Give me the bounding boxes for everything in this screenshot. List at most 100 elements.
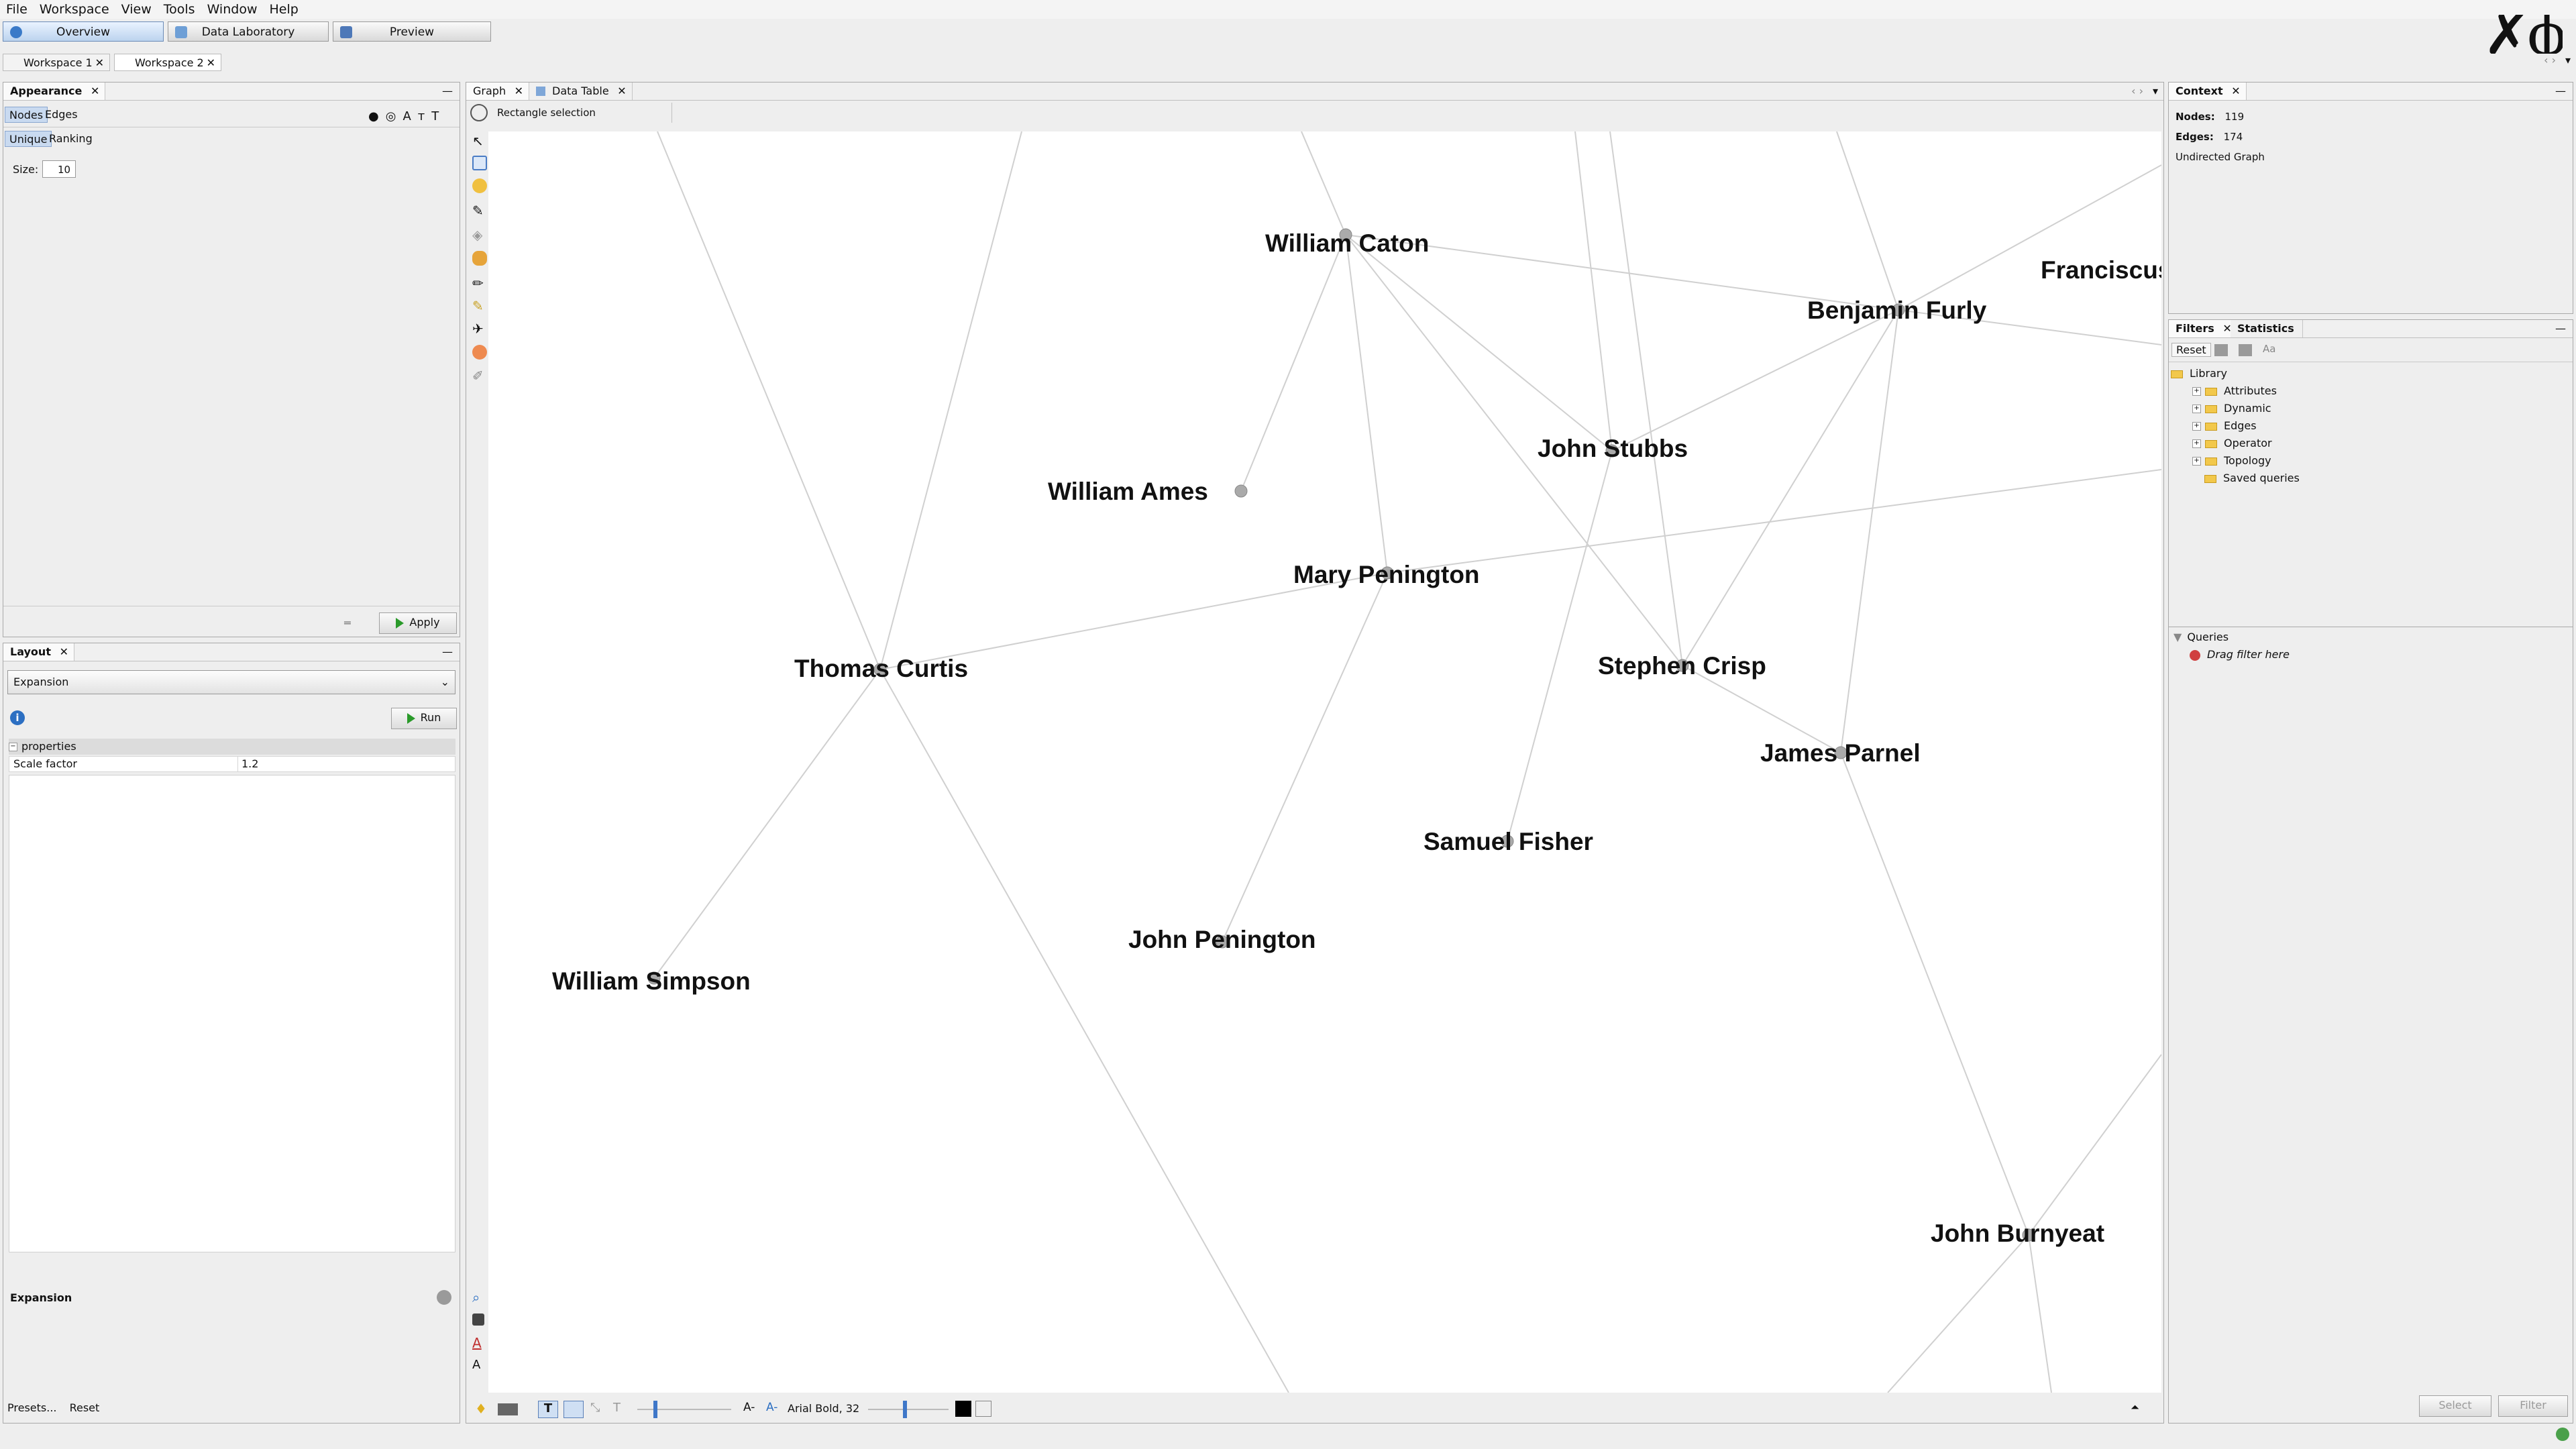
- layout-algorithm-select[interactable]: Expansion ⌄: [7, 670, 455, 694]
- rectangle-selection-icon[interactable]: [472, 156, 487, 170]
- edge-label-icon[interactable]: T: [613, 1401, 621, 1415]
- node-label[interactable]: James Parnel: [1760, 739, 1921, 767]
- preview-button[interactable]: Preview: [333, 21, 491, 42]
- node-label[interactable]: William Caton: [1265, 229, 1430, 257]
- minimize-icon[interactable]: —: [442, 85, 453, 97]
- node-label[interactable]: Benjamin Furly: [1807, 297, 1987, 324]
- select-button[interactable]: Select: [2419, 1395, 2491, 1417]
- edge-weight-slider[interactable]: [637, 1409, 731, 1410]
- edge-color-icon[interactable]: ⤡: [590, 1401, 600, 1415]
- filter-button[interactable]: Filter: [2498, 1395, 2568, 1417]
- label-color-swatch[interactable]: [955, 1401, 971, 1417]
- minimize-icon[interactable]: —: [2555, 322, 2566, 335]
- tree-item-saved-queries[interactable]: Saved queries: [2204, 471, 2300, 486]
- export-icon[interactable]: [2239, 344, 2252, 356]
- tree-item-topology[interactable]: +Topology: [2192, 453, 2271, 468]
- menu-tools[interactable]: Tools: [163, 2, 195, 17]
- shortest-path-icon[interactable]: ✈: [472, 321, 484, 337]
- minimize-icon[interactable]: —: [2555, 85, 2566, 97]
- tab-statistics[interactable]: Statistics: [2231, 320, 2303, 337]
- menu-view[interactable]: View: [121, 2, 152, 17]
- properties-group[interactable]: −properties: [9, 739, 455, 755]
- tree-item-operator[interactable]: +Operator: [2192, 436, 2272, 451]
- close-icon[interactable]: ✕: [95, 56, 104, 69]
- dropdown-icon[interactable]: ▾: [2565, 54, 2571, 66]
- collapse-up-icon[interactable]: ⏶: [2131, 1401, 2139, 1413]
- collapse-icon[interactable]: ═: [344, 616, 351, 629]
- node-label[interactable]: Stephen Crisp: [1598, 652, 1766, 680]
- filters-reset-button[interactable]: Reset: [2171, 343, 2211, 357]
- scroll-arrows-icon[interactable]: ‹ ›: [2544, 54, 2556, 66]
- node-label[interactable]: Thomas Curtis: [794, 655, 969, 682]
- tab-data-table[interactable]: Data Table✕: [531, 83, 633, 100]
- slider-handle[interactable]: [653, 1401, 657, 1418]
- overview-button[interactable]: Overview: [3, 21, 164, 42]
- tab-ranking[interactable]: Ranking: [49, 132, 93, 145]
- workspace-tab-2[interactable]: Workspace 2✕: [114, 54, 221, 71]
- info-icon[interactable]: i: [10, 710, 25, 725]
- scroll-arrows-icon[interactable]: ‹ ›: [2131, 85, 2143, 97]
- node-label[interactable]: Franciscus: [2041, 256, 2161, 284]
- brush-icon[interactable]: ✎: [472, 203, 484, 219]
- font-selector[interactable]: Arial Bold, 32: [788, 1402, 860, 1415]
- show-labels-icon[interactable]: T: [538, 1401, 558, 1418]
- tab-filters[interactable]: Filters✕: [2169, 320, 2238, 337]
- node-label[interactable]: Mary Penington: [1293, 561, 1480, 588]
- tree-item-dynamic[interactable]: +Dynamic: [2192, 401, 2271, 416]
- font-size-slider[interactable]: [868, 1409, 949, 1410]
- minimize-icon[interactable]: —: [442, 645, 453, 658]
- selection-mode-icon[interactable]: [470, 104, 488, 121]
- notification-icon[interactable]: [2556, 1428, 2569, 1441]
- tab-layout[interactable]: Layout✕: [3, 643, 74, 661]
- queries-root[interactable]: ▼Queries: [2174, 631, 2229, 643]
- tab-graph[interactable]: Graph✕: [466, 83, 530, 100]
- data-laboratory-button[interactable]: Data Laboratory: [168, 21, 329, 42]
- node-label[interactable]: John Burnyeat: [1931, 1220, 2105, 1247]
- node-label[interactable]: John Stubbs: [1538, 435, 1688, 462]
- close-icon[interactable]: ✕: [90, 85, 100, 97]
- label-size-icon[interactable]: A: [472, 1358, 481, 1372]
- size-spinner[interactable]: 10: [42, 160, 76, 178]
- show-edges-icon[interactable]: [564, 1401, 584, 1418]
- background-color-icon[interactable]: [472, 1313, 484, 1326]
- node-label[interactable]: John Penington: [1128, 926, 1316, 953]
- edit-icon[interactable]: ✐: [472, 368, 484, 384]
- lightbulb-icon[interactable]: ♦: [475, 1401, 487, 1417]
- slider-handle[interactable]: [903, 1401, 907, 1418]
- dropdown-icon[interactable]: ▾: [2152, 85, 2158, 97]
- auto-refresh-icon[interactable]: Aa: [2263, 343, 2276, 355]
- screenshot-icon[interactable]: [498, 1403, 518, 1415]
- library-folder[interactable]: Library: [2171, 366, 2227, 381]
- edge-pencil-icon[interactable]: ✎: [472, 298, 484, 314]
- font-decrease-icon[interactable]: A-: [743, 1401, 755, 1414]
- attributes-icon[interactable]: [975, 1401, 991, 1417]
- direct-selection-icon[interactable]: [472, 178, 487, 193]
- apply-button[interactable]: Apply: [379, 612, 457, 634]
- tab-appearance[interactable]: Appearance✕: [3, 83, 106, 100]
- reset-link[interactable]: Reset: [69, 1401, 100, 1414]
- workspace-tab-1[interactable]: Workspace 1✕: [3, 54, 110, 71]
- property-value[interactable]: 1.2: [241, 757, 259, 770]
- close-icon[interactable]: ✕: [617, 85, 627, 97]
- palette-icon[interactable]: ●: [368, 109, 386, 123]
- expand-icon[interactable]: +: [2192, 439, 2201, 448]
- close-icon[interactable]: ✕: [206, 56, 215, 69]
- tree-item-attributes[interactable]: +Attributes: [2192, 384, 2277, 398]
- expand-icon[interactable]: +: [2192, 387, 2201, 396]
- close-icon[interactable]: ✕: [514, 85, 524, 97]
- tab-unique[interactable]: Unique: [5, 131, 52, 147]
- pointer-icon[interactable]: ↖: [472, 133, 484, 149]
- font-increase-icon[interactable]: A-: [766, 1401, 778, 1414]
- zoom-icon[interactable]: ⌕: [472, 1289, 480, 1305]
- node-label[interactable]: William Ames: [1048, 478, 1208, 505]
- menu-file[interactable]: File: [6, 2, 28, 17]
- expand-icon[interactable]: +: [2192, 422, 2201, 431]
- size-icon[interactable]: ◎: [385, 109, 403, 123]
- tab-edges[interactable]: Edges: [45, 108, 78, 121]
- label-color-icon[interactable]: A: [402, 109, 418, 123]
- expand-icon[interactable]: +: [2192, 405, 2201, 413]
- save-icon[interactable]: [2214, 344, 2228, 356]
- run-button[interactable]: Run: [391, 708, 457, 729]
- menu-workspace[interactable]: Workspace: [39, 2, 109, 17]
- pencil-icon[interactable]: ✏: [472, 275, 484, 291]
